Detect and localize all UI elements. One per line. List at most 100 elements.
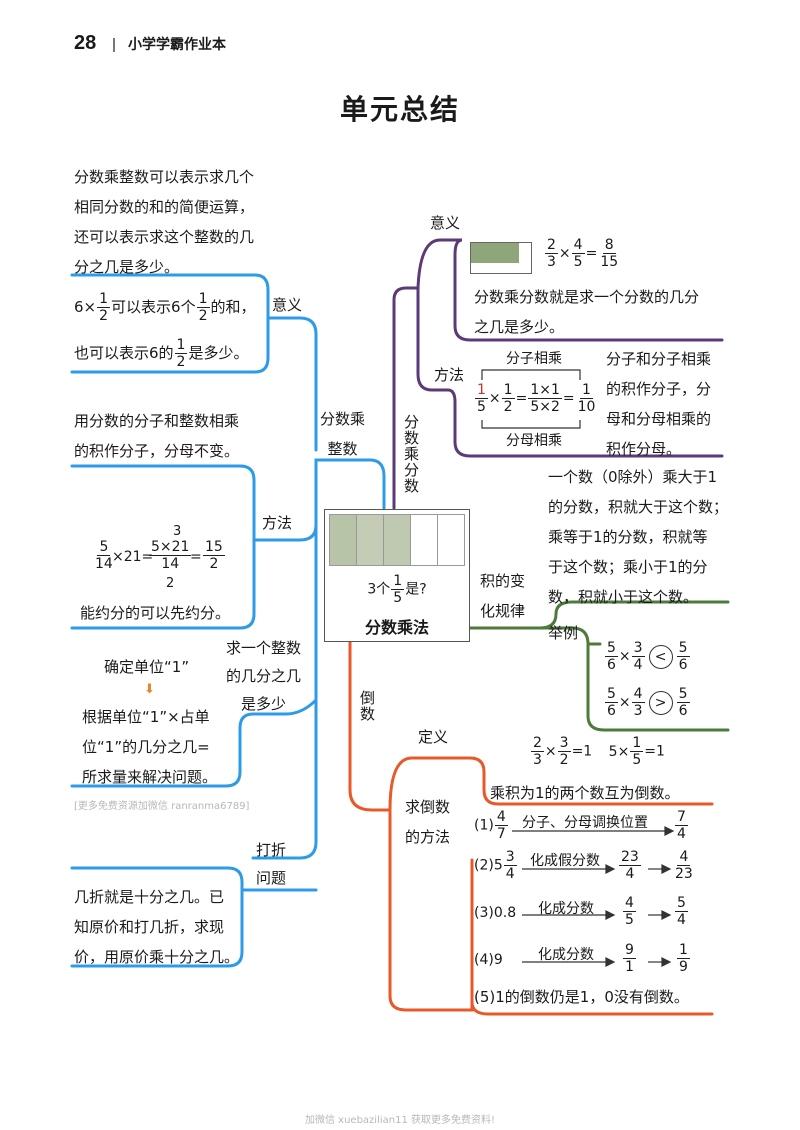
step-4: (4)9 bbox=[474, 952, 503, 968]
denominator: 2 bbox=[198, 308, 208, 324]
strip-cell-shaded bbox=[330, 515, 357, 565]
text-line: 求倒数 bbox=[405, 798, 451, 816]
reciprocal-label: 倒数 bbox=[358, 690, 376, 722]
text-line: 分数乘 bbox=[320, 410, 366, 428]
numerator: 5 bbox=[605, 640, 618, 657]
numerator: 1 bbox=[196, 291, 210, 308]
text-line: 问题 bbox=[256, 869, 287, 887]
left-method-text: 用分数的分子和整数相乘 的积作分子，分母不变。 bbox=[74, 406, 239, 466]
right-method-label: 方法 bbox=[434, 366, 465, 384]
numerator: 1 bbox=[677, 942, 690, 959]
text-line: 根据单位“1”×占单 bbox=[82, 708, 210, 726]
denominator: 5 bbox=[632, 752, 642, 768]
denominator: 7 bbox=[496, 826, 506, 842]
denominator: 2 bbox=[209, 556, 219, 572]
denominator: 6 bbox=[678, 703, 688, 719]
numerator: 1 bbox=[97, 291, 111, 308]
text-line: 用分数的分子和整数相乘 bbox=[74, 412, 240, 430]
cancel-below: 2 bbox=[166, 576, 175, 591]
example-label: 举例 bbox=[548, 624, 579, 642]
text: 可以表示6个 bbox=[111, 298, 196, 316]
numerator: 4 bbox=[494, 809, 508, 826]
text-line: 价，用原价乘十分之几。 bbox=[74, 948, 240, 966]
text-line: 是多少 bbox=[241, 695, 287, 713]
text-line: 于这个数；乘小于1的分 bbox=[548, 558, 708, 576]
change-rule-label: 积的变 化规律 bbox=[480, 566, 525, 626]
text-line: 知原价和打几折，求现 bbox=[74, 918, 225, 936]
step-1-action: 分子、分母调换位置 bbox=[522, 815, 648, 831]
strip-cell bbox=[438, 515, 464, 565]
left-branch-label: 分数乘 整数 bbox=[320, 404, 365, 464]
numerator: 2 bbox=[545, 237, 558, 254]
step-5: (5)1的倒数仍是1，0没有倒数。 bbox=[474, 988, 689, 1006]
text: 3个 bbox=[367, 581, 391, 598]
step-3: (3)0.8 bbox=[474, 905, 517, 921]
down-arrow-icon: ⬇ bbox=[144, 682, 155, 697]
denominator: 6 bbox=[607, 657, 616, 673]
grid-illustration bbox=[470, 242, 532, 274]
numerator: 15 bbox=[203, 539, 225, 556]
denominator: 5 bbox=[573, 254, 583, 270]
comparison-circle: < bbox=[648, 644, 673, 669]
numerator: 8 bbox=[602, 237, 616, 254]
numerator: 5 bbox=[676, 640, 690, 657]
denominator: 4 bbox=[633, 657, 643, 673]
header-divider bbox=[113, 38, 115, 52]
numerator: 1 bbox=[174, 337, 188, 354]
numerator: 5 bbox=[605, 686, 618, 703]
grid-shaded-area bbox=[471, 243, 519, 263]
text-line: 整数 bbox=[327, 440, 358, 458]
text-line: 分子和分子相乘 bbox=[606, 350, 712, 368]
denominator: 4 bbox=[505, 866, 515, 882]
step-number: (1) bbox=[474, 817, 494, 834]
numerator: 1 bbox=[580, 382, 593, 399]
text-line: 打折 bbox=[256, 841, 287, 859]
denominator: 14 bbox=[161, 556, 180, 572]
denominator: 4 bbox=[677, 826, 686, 842]
numerator: 9 bbox=[623, 942, 636, 959]
fraction-strip-illustration bbox=[329, 514, 465, 566]
denominator: 14 bbox=[95, 556, 113, 572]
page-title: 单元总结 bbox=[339, 93, 460, 126]
text-line: 分之几是多少。 bbox=[74, 258, 180, 276]
denominator: 4 bbox=[677, 912, 686, 928]
operator: = bbox=[515, 390, 528, 407]
left-whole-label: 求一个整数 的几分之几 是多少 bbox=[226, 634, 301, 718]
numerator: 3 bbox=[557, 735, 571, 752]
left-method-note: 能约分的可以先约分。 bbox=[80, 604, 231, 622]
numerator: 5 bbox=[97, 539, 111, 556]
numerator: 1 bbox=[630, 735, 644, 752]
numerator: 4 bbox=[631, 686, 645, 703]
cancel-above: 3 bbox=[173, 524, 182, 539]
text-line: 分数乘分数就是求一个分数的几分 bbox=[474, 288, 700, 306]
footer-watermark: 加微信 xuebazilian11 获取更多免费资料! bbox=[304, 1115, 496, 1126]
numerator: 4 bbox=[677, 849, 691, 866]
strip-cell bbox=[411, 515, 438, 565]
